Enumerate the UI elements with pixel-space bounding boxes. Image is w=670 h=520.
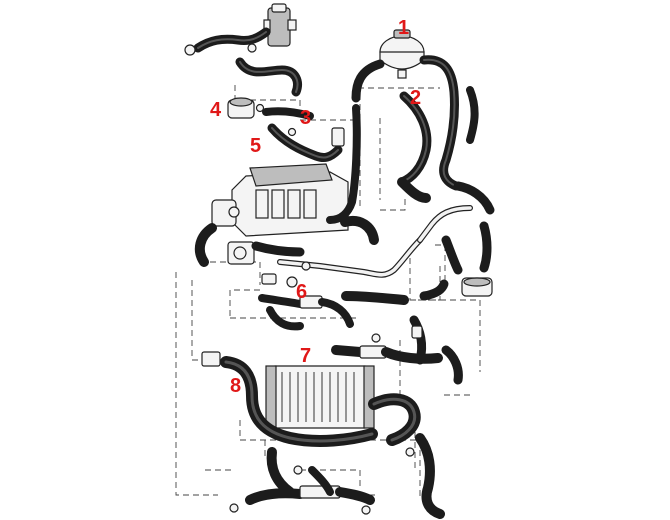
thermostat-housing xyxy=(227,241,255,265)
callout-4: 4 xyxy=(210,99,222,121)
callout-1: 1 xyxy=(398,17,409,39)
oil-cooler xyxy=(227,97,255,119)
callout-labels: 1 2 3 4 5 6 7 8 xyxy=(210,17,421,397)
callout-8: 8 xyxy=(230,375,241,397)
bottom-hoses xyxy=(229,447,375,515)
callout-2: 2 xyxy=(410,87,421,109)
engine-block xyxy=(211,163,349,237)
upper-radiator-hose xyxy=(368,393,445,519)
metal-coolant-pipe xyxy=(277,205,473,278)
lower-radiator-hose xyxy=(201,351,378,447)
oil-cooler-right xyxy=(461,277,493,297)
tank-hoses xyxy=(351,55,479,191)
oil-cooler-hoses xyxy=(255,103,345,163)
upper-bypass-hose xyxy=(235,57,302,97)
mid-hoses xyxy=(251,241,449,331)
radiator xyxy=(265,365,375,429)
callout-5: 5 xyxy=(250,135,261,157)
top-left-hose xyxy=(184,27,271,56)
callout-3: 3 xyxy=(300,107,311,129)
y-connector xyxy=(331,325,443,364)
callout-6: 6 xyxy=(296,281,307,303)
sensor-housing xyxy=(263,3,297,47)
engine-hoses xyxy=(194,104,495,267)
callout-7: 7 xyxy=(300,345,311,367)
radiator-fins xyxy=(281,372,355,422)
